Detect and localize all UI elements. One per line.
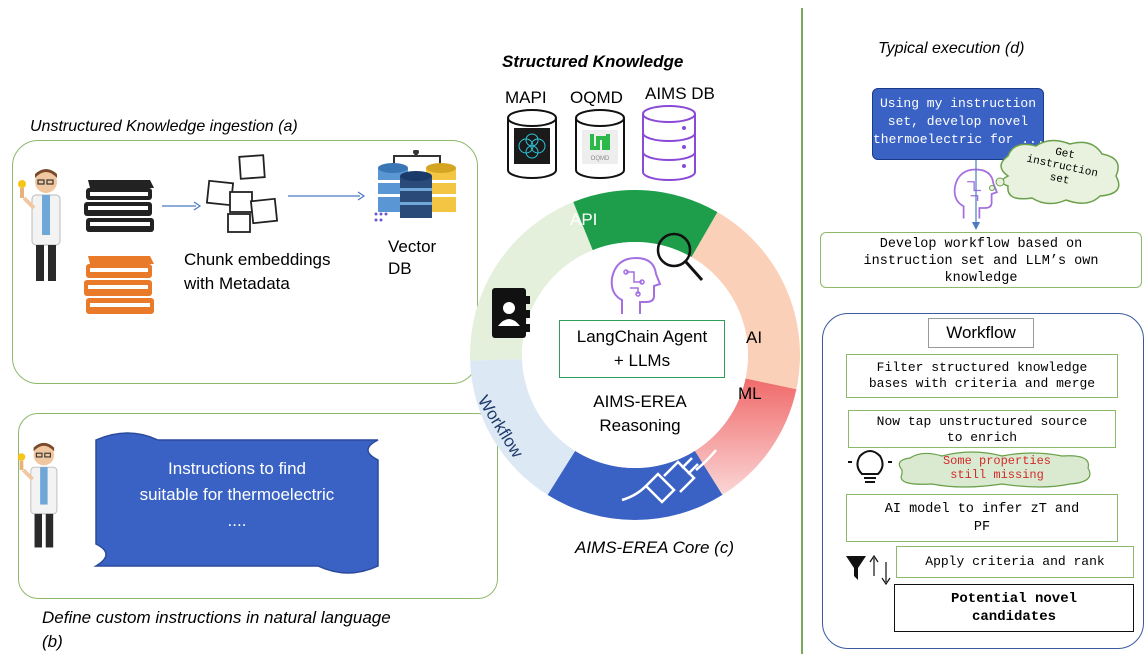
instructions-document-shape (93, 432, 379, 574)
chunks-icon (205, 154, 279, 233)
db-label-oqmd: OQMD (570, 88, 623, 107)
instructions-text: Instructions to find suitable for thermo… (139, 459, 335, 530)
mapi-db-icon (507, 109, 557, 179)
workflow-title: Workflow (928, 318, 1034, 348)
head-icon (953, 168, 999, 219)
workflow-step-filter: Filter structured knowledge bases with c… (846, 354, 1118, 398)
workflow-step-apply-criteria: Apply criteria and rank (896, 546, 1134, 578)
segment-api (573, 190, 718, 258)
vector-db-label: Vector DB (388, 237, 437, 278)
lightbulb-icon (848, 450, 892, 483)
arrow-prompt-down (972, 160, 980, 230)
scientist-icon (17, 442, 58, 548)
db-label-mapi: MAPI (505, 88, 547, 107)
segment-label-ml: ML (738, 384, 762, 403)
contact-book-icon (492, 288, 530, 338)
search-icon (656, 232, 704, 281)
core-caption: AIMS-EREA Core (c) (575, 538, 735, 557)
arrow-books-to-chunks (162, 201, 202, 211)
potential-candidates-box: Potential novel candidates (894, 584, 1134, 632)
workflow-step-ai-model: AI model to infer zT and PF (846, 494, 1118, 542)
workflow-step-enrich: Now tap unstructured source to enrich (848, 410, 1116, 448)
segment-label-ai: AI (746, 328, 763, 347)
structured-knowledge-title: Structured Knowledge (502, 52, 684, 71)
section-d-title: Typical execution (d) (878, 40, 1025, 57)
segment-workflow (470, 358, 576, 495)
filter-icon (846, 554, 891, 586)
books-orange-icon (84, 256, 154, 314)
langchain-agent-box: LangChain Agent + LLMs (559, 320, 725, 378)
segment-ai-ml (694, 378, 797, 495)
chunk-embeddings-label: Chunk embeddings with Metadata (184, 250, 331, 293)
develop-workflow-box: Develop workflow based on instruction se… (820, 232, 1142, 288)
missing-properties-cloud (898, 451, 1091, 488)
section-a-title: Unstructured Knowledge ingestion (a) (30, 118, 298, 135)
segment-label-api: API (570, 210, 598, 229)
section-b-title: Define custom instructions in natural la… (42, 608, 391, 651)
divider-line (801, 8, 803, 654)
scientist-icon (18, 169, 61, 281)
arrow-chunks-to-vectordb (288, 191, 366, 201)
missing-properties-label: Some properties still missing (942, 454, 1052, 482)
segment-search (691, 212, 800, 390)
ai-head-icon (610, 256, 662, 314)
plug-icon (621, 449, 717, 504)
thought-cloud-shape (989, 139, 1120, 205)
books-black-icon (84, 180, 154, 232)
workflow-panel (822, 313, 1144, 649)
oqmd-db-icon: OQMD (575, 109, 625, 179)
vector-db-icon (374, 150, 456, 222)
db-label-aims: AIMS DB (645, 84, 715, 103)
aims-db-icon (642, 105, 696, 181)
segment-plug (547, 450, 723, 520)
aims-erea-reasoning-label: AIMS-EREA Reasoning (593, 392, 687, 435)
oqmd-logo-text: OQMD (591, 156, 610, 162)
